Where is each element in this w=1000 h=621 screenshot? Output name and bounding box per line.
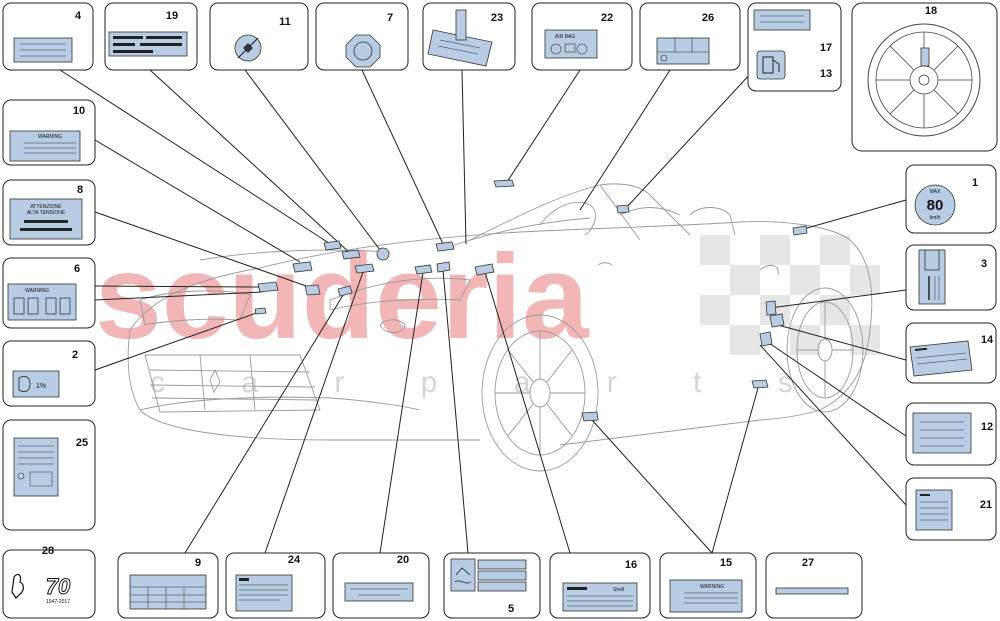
callout-19: 19 xyxy=(104,2,198,71)
callout-number-26: 26 xyxy=(702,12,714,24)
callout-17-13: 17 13 xyxy=(747,2,842,92)
callout-number-2: 2 xyxy=(72,349,78,361)
callout-12: 12 xyxy=(905,402,997,466)
callout-number-16: 16 xyxy=(625,559,637,571)
callout-number-24: 24 xyxy=(288,554,301,566)
callout-number-7: 7 xyxy=(387,12,393,24)
callout-number-17: 17 xyxy=(820,42,832,54)
callout-23: 23 xyxy=(422,2,516,71)
max-text: MAX xyxy=(930,189,942,195)
checkered-flag-watermark xyxy=(700,235,880,355)
callout-24: 24 xyxy=(225,552,326,619)
shell-text: Shell xyxy=(613,587,624,593)
callout-number-14: 14 xyxy=(981,334,994,346)
callout-4: 4 xyxy=(2,2,94,71)
callout-11: 11 xyxy=(209,2,309,71)
callout-21: 21 xyxy=(905,477,997,541)
callout-number-6: 6 xyxy=(74,263,80,275)
callout-number-4: 4 xyxy=(75,10,82,22)
callout-number-1: 1 xyxy=(972,177,978,189)
attenzione-line2: ALTA TENSIONE xyxy=(27,210,66,216)
callout-8: 8 ATTENZIONE ALTA TENSIONE xyxy=(2,179,96,246)
warning-text-15: WARNING xyxy=(700,584,724,590)
leader-lines xyxy=(59,69,907,554)
callout-number-22: 22 xyxy=(601,12,613,24)
callout-28: 28 70 1947-2017 xyxy=(2,545,96,619)
callout-9: 9 xyxy=(117,552,219,619)
callout-number-13: 13 xyxy=(820,68,832,80)
callout-number-27: 27 xyxy=(802,557,814,569)
car-outline xyxy=(127,183,873,472)
car-label-markers xyxy=(254,179,808,422)
anniversary-years: 1947-2017 xyxy=(46,599,70,605)
callout-number-15: 15 xyxy=(720,557,732,569)
callout-number-18: 18 xyxy=(925,5,937,17)
callout-number-9: 9 xyxy=(195,557,201,569)
callout-number-5: 5 xyxy=(508,603,514,615)
callout-number-12: 12 xyxy=(981,421,993,433)
callout-25: 25 xyxy=(2,419,96,531)
attenzione-line1: ATTENZIONE xyxy=(30,204,62,210)
callout-number-19: 19 xyxy=(166,10,178,22)
callout-number-11: 11 xyxy=(279,16,291,28)
callout-number-20: 20 xyxy=(397,554,409,566)
warning-text-10: WARNING xyxy=(38,134,62,140)
callout-16: 16 Shell xyxy=(549,552,651,619)
callout-5: 5 xyxy=(443,552,541,619)
callout-14: 14 xyxy=(905,322,997,384)
callout-number-3: 3 xyxy=(981,258,987,270)
callout-number-21: 21 xyxy=(980,499,992,511)
callout-2: 2 1% xyxy=(2,340,96,407)
callout-number-23: 23 xyxy=(491,12,503,24)
callout-number-10: 10 xyxy=(73,105,85,117)
callout-1: 1 MAX 80 km/h xyxy=(905,164,997,234)
callout-number-8: 8 xyxy=(77,184,83,196)
kmh-text: km/h xyxy=(930,215,941,221)
callout-10: 10 WARNING xyxy=(2,99,96,166)
callout-3: 3 xyxy=(905,244,997,311)
warning-text-6: WARNING xyxy=(25,288,49,294)
callout-20: 20 xyxy=(332,552,430,619)
callout-15: 15 WARNING xyxy=(659,552,757,619)
callout-7: 7 xyxy=(315,2,409,71)
callout-number-28: 28 xyxy=(42,545,54,557)
speed-limit-text: 80 xyxy=(927,197,944,214)
callout-18: 18 xyxy=(851,2,998,152)
callout-6: 6 WARNING xyxy=(2,257,96,329)
percent-text: 1% xyxy=(36,383,46,390)
callout-27: 27 xyxy=(765,552,863,619)
anniversary-number: 70 xyxy=(46,574,71,599)
callout-22: 22 AIR BAG xyxy=(531,2,633,71)
callout-26: 26 xyxy=(639,2,741,71)
airbag-text: AIR BAG xyxy=(555,34,575,40)
callout-number-25: 25 xyxy=(76,437,88,449)
